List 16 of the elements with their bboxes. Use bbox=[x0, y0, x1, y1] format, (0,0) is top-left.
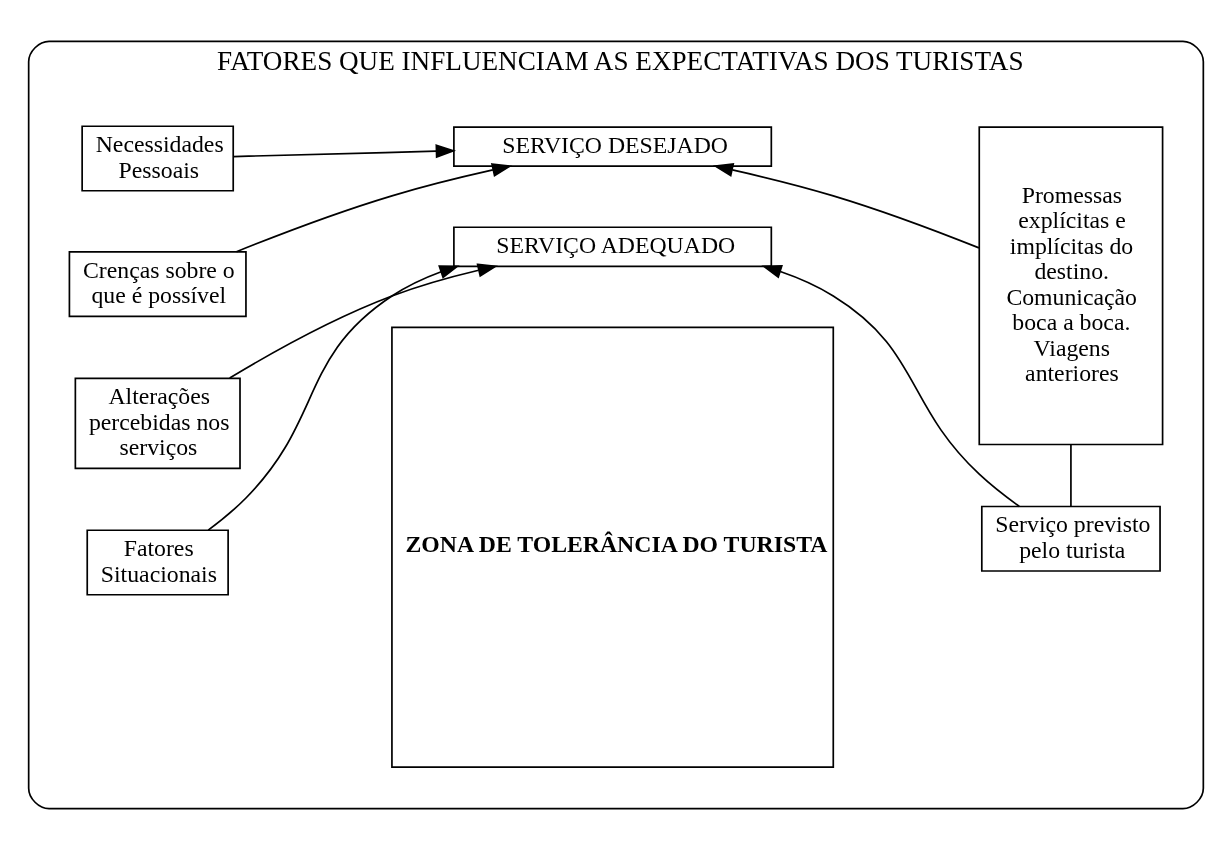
node-box: SERVIÇO DESEJADO bbox=[453, 126, 773, 167]
arrow bbox=[712, 163, 980, 249]
arrow bbox=[232, 144, 457, 159]
arrow bbox=[235, 163, 513, 253]
node-box: Serviço previsto pelo turista bbox=[980, 505, 1161, 572]
node-box: Fatores Situacionais bbox=[86, 529, 229, 596]
node-box: Crenças sobre o que é possível bbox=[68, 251, 247, 318]
arrow bbox=[228, 263, 498, 379]
node-box: ZONA DE TOLERÂNCIA DO TURISTA bbox=[391, 326, 835, 768]
node-box: Necessidades Pessoais bbox=[81, 125, 235, 192]
node-box: SERVIÇO ADEQUADO bbox=[453, 226, 773, 268]
node-box: Alterações percebidas nos serviços bbox=[74, 377, 241, 470]
arrow bbox=[207, 265, 460, 531]
node-box: Promessas explícitas e implícitas do destino. Comunicação boca a boca. Viagens anteriores bbox=[978, 126, 1164, 446]
connector bbox=[1070, 443, 1072, 507]
arrow bbox=[761, 264, 1021, 508]
